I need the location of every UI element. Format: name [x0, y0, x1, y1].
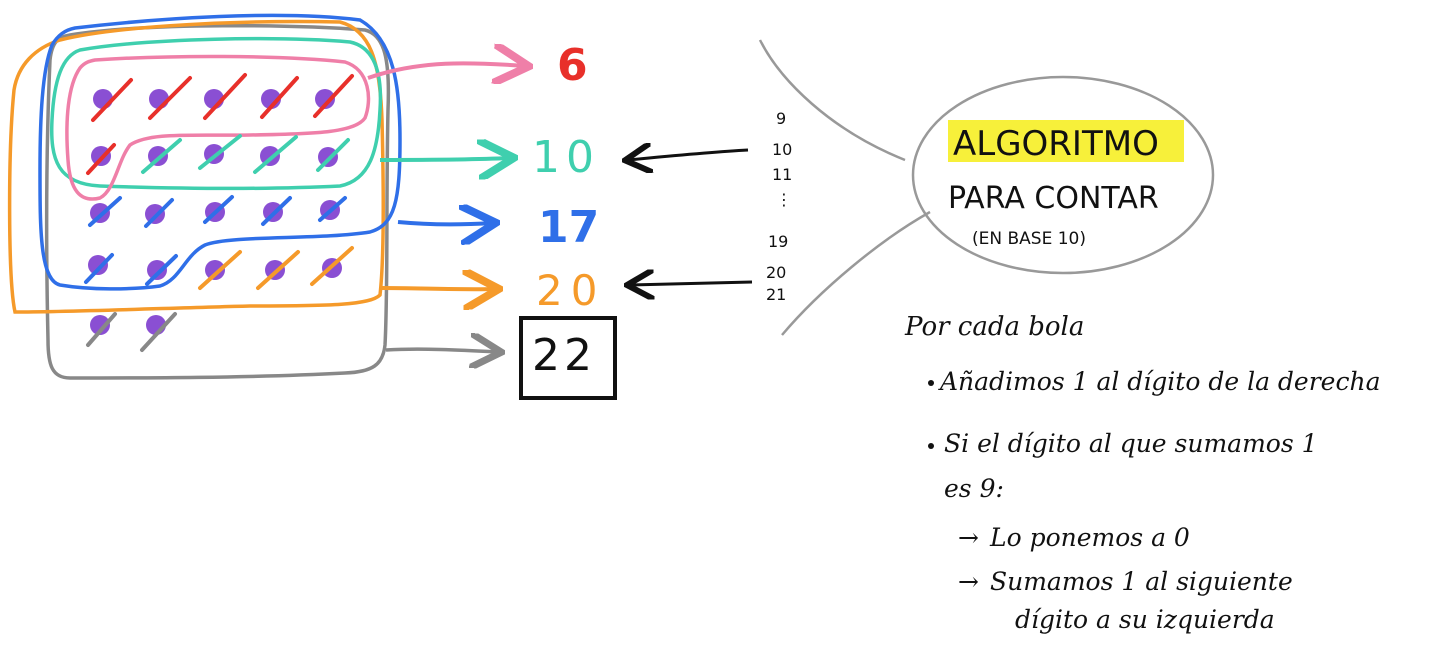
slash-blue: [144, 198, 174, 228]
arrow-blue: [397, 222, 492, 224]
arrow-teal: [379, 158, 510, 160]
callout-curve-bottom: [781, 210, 931, 336]
slash-red: [91, 78, 133, 122]
count-slashes: [84, 73, 354, 352]
algorithm-bubble: [911, 75, 1215, 275]
ball: [145, 204, 165, 224]
slash-blue: [261, 196, 292, 226]
slash-gray: [140, 312, 177, 352]
bullet-dot: [928, 380, 934, 386]
count-box: [519, 316, 617, 400]
algorithm-line3: (EN BASE 10): [972, 229, 1086, 249]
count-ten: 10: [532, 132, 600, 183]
ball: [90, 315, 110, 335]
slash-red: [260, 76, 299, 119]
slash-red: [86, 143, 116, 175]
callout-curve-top: [758, 39, 906, 162]
blue-group-outline: [38, 13, 402, 291]
slash-teal: [198, 134, 242, 170]
count-seventeen: 17: [538, 202, 599, 253]
seq-11: 11: [772, 165, 792, 184]
slash-blue: [145, 254, 178, 286]
rules-intro: Por cada bola: [904, 312, 1084, 342]
arrow-seq-twenty: [630, 282, 753, 285]
slash-orange: [310, 246, 354, 286]
ball: [88, 255, 108, 275]
rules-bullet2-line2: es 9:: [944, 474, 1004, 503]
seq-10: 10: [772, 140, 792, 159]
slash-teal: [253, 135, 298, 174]
slash-gray: [86, 312, 117, 347]
slash-red: [203, 73, 247, 120]
seq-19: 19: [768, 232, 788, 251]
slash-blue: [203, 195, 234, 224]
teal-group-outline: [49, 36, 383, 191]
algorithm-title: ALGORITMO: [953, 124, 1159, 164]
slash-red: [313, 74, 354, 118]
rules-sub2-line1: Sumamos 1 al siguiente: [990, 567, 1293, 596]
seq-20: 20: [766, 263, 786, 282]
orange-group-outline: [7, 19, 386, 314]
arrow-pink: [367, 63, 525, 78]
rules-sub-arrow: →: [958, 523, 979, 552]
ball: [147, 260, 167, 280]
rules-sub2-line2: dígito a su izquierda: [1015, 605, 1275, 634]
ball: [318, 147, 338, 167]
rules-sub1: Lo ponemos a 0: [989, 523, 1190, 552]
slash-blue: [88, 196, 122, 227]
gray-group-outline: [44, 23, 391, 380]
arrow-seq-ten: [628, 150, 749, 160]
seq-9: 9: [776, 109, 786, 128]
balls-grid: [88, 89, 342, 335]
count-six: 6: [557, 40, 588, 91]
seq-21: 21: [766, 285, 786, 304]
slash-blue: [318, 196, 347, 222]
slash-orange: [256, 250, 300, 290]
bullet-dot: [928, 443, 934, 449]
arrow-gray: [385, 349, 498, 352]
slash-red: [148, 76, 192, 120]
pink-group-outline: [65, 54, 371, 201]
arrow-orange: [379, 288, 495, 289]
ball: [315, 89, 335, 109]
ball: [93, 89, 113, 109]
slash-teal: [316, 138, 350, 172]
rules-bullet1: Añadimos 1 al dígito de la derecha: [938, 367, 1380, 396]
slash-teal: [141, 138, 182, 174]
slash-blue: [84, 253, 114, 284]
count-twentytwo: 22: [532, 330, 596, 381]
rules-sub-arrow: →: [958, 567, 979, 596]
algorithm-line2: PARA CONTAR: [948, 181, 1159, 216]
rules-bullet2-line1: Si el dígito al que sumamos 1: [944, 429, 1318, 458]
slash-orange: [198, 250, 242, 290]
seq-dots: ⋮: [776, 190, 792, 209]
title-highlight: [948, 120, 1184, 162]
count-twenty: 20: [536, 266, 605, 315]
ball: [205, 260, 225, 280]
ball: [149, 89, 169, 109]
